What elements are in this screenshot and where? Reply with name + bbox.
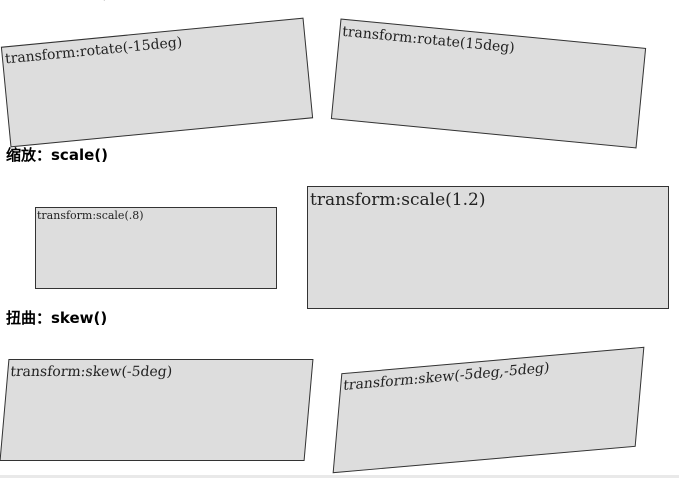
rotate-positive-label: transform:rotate(15deg) bbox=[341, 23, 516, 57]
scale-large-box: transform:scale(1.2) bbox=[307, 186, 669, 309]
rotate-negative-label: transform:rotate(-15deg) bbox=[4, 34, 183, 68]
skew-section-heading: 扭曲：skew() bbox=[6, 309, 108, 327]
skew-single-label: transform:skew(-5deg) bbox=[9, 364, 173, 380]
scale-large-label: transform:scale(1.2) bbox=[310, 190, 486, 210]
scale-small-label: transform:scale(.8) bbox=[37, 209, 144, 222]
scale-small-box: transform:scale(.8) bbox=[35, 207, 277, 289]
rotate-positive-box: transform:rotate(15deg) bbox=[330, 18, 647, 149]
cropped-text-fragment: ) bbox=[103, 0, 107, 2]
skew-single-box: transform:skew(-5deg) bbox=[0, 359, 314, 461]
rotate-negative-box: transform:rotate(-15deg) bbox=[0, 17, 314, 148]
skew-double-box: transform:skew(-5deg,-5deg) bbox=[332, 346, 645, 474]
skew-double-label: transform:skew(-5deg,-5deg) bbox=[342, 359, 551, 394]
scale-section-heading: 缩放：scale() bbox=[6, 146, 108, 164]
bottom-divider bbox=[0, 475, 679, 478]
